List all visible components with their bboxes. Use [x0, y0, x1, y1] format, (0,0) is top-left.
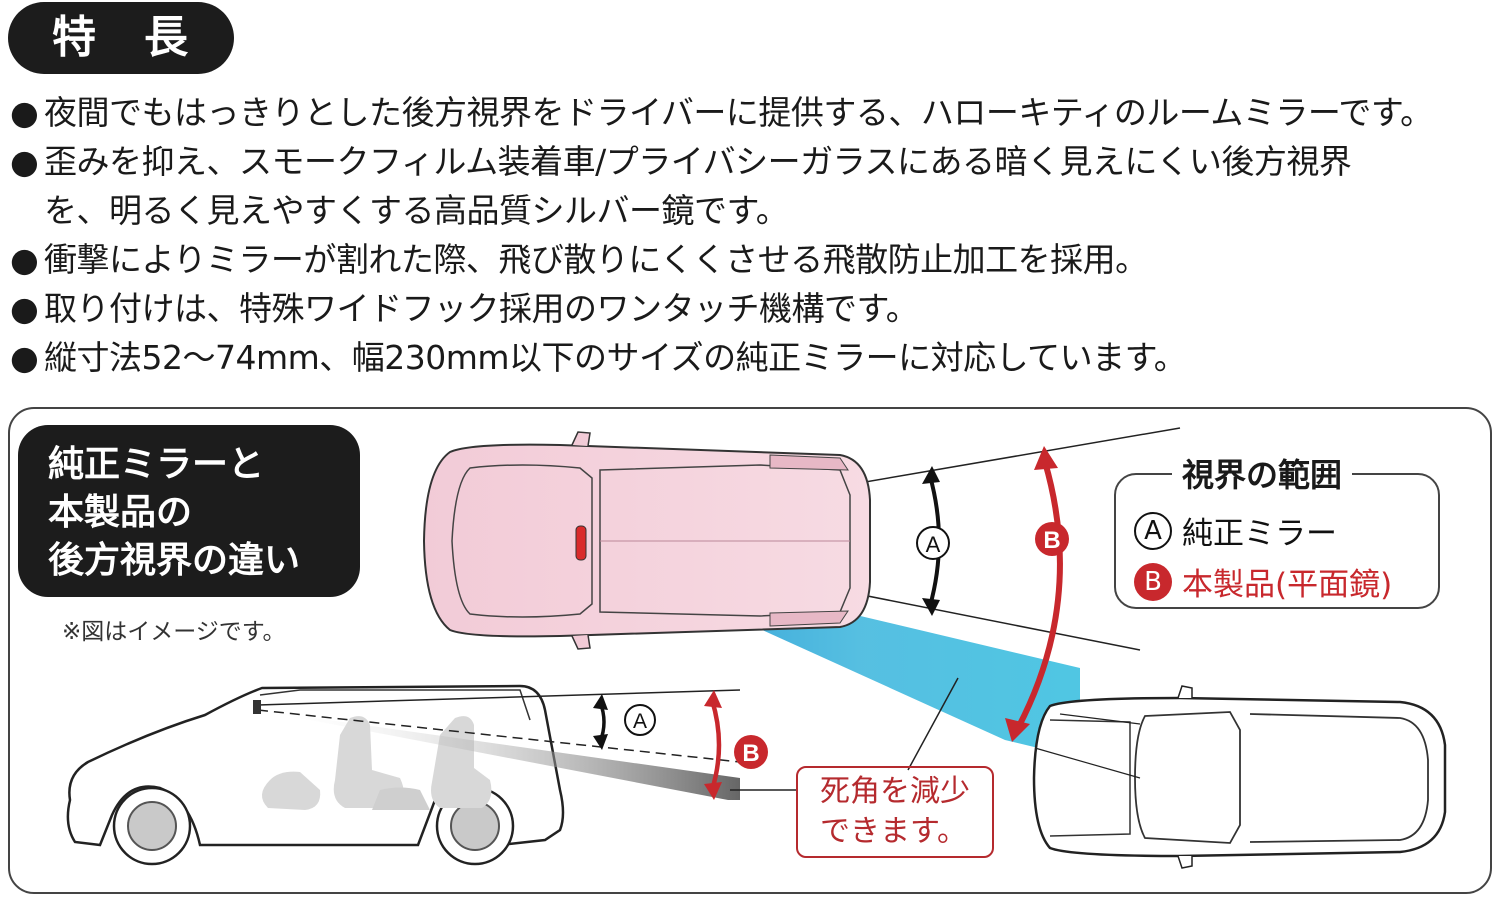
feature-item: ● 縦寸法52〜74mm、幅230mm以下のサイズの純正ミラーに対応しています。: [10, 333, 1500, 382]
side-view-rays: [253, 689, 741, 800]
comparison-heading-line: 後方視界の違い: [48, 540, 301, 581]
side-range-a-arrow: [593, 694, 608, 750]
side-view-car: [66, 684, 565, 866]
legend-item-b: B 本製品(平面鏡): [1134, 559, 1392, 604]
bullet-icon: ●: [10, 142, 39, 181]
marker-b-top: B: [1035, 522, 1069, 556]
feature-text: 縦寸法52〜74mm、幅230mm以下のサイズの純正ミラーに対応しています。: [44, 338, 1187, 377]
feature-item: ● 取り付けは、特殊ワイドフック採用のワンタッチ機構です。: [10, 284, 1500, 333]
legend-label-b: 本製品(平面鏡): [1182, 567, 1393, 603]
marker-b-icon: B: [1134, 562, 1172, 601]
svg-text:A: A: [926, 532, 941, 557]
feature-item: ● 歪みを抑え、スモークフィルム装着車/プライバシーガラスにある暗く見えにくい後…: [10, 137, 1500, 235]
comparison-heading: 純正ミラーと 本製品の 後方視界の違い: [18, 425, 360, 597]
svg-text:A: A: [633, 710, 647, 733]
legend-item-a: A 純正ミラー: [1134, 508, 1337, 553]
marker-a-side: A: [624, 704, 656, 736]
pink-car-top-view: [422, 431, 871, 650]
blind-spot-callout: 死角を減少 できます。: [796, 766, 994, 858]
comparison-heading-line: 本製品の: [48, 492, 193, 533]
blind-spot-line: 死角を減少: [820, 774, 970, 809]
range-b-arrow: [1005, 446, 1063, 742]
legend-label-a: 純正ミラー: [1182, 516, 1337, 552]
feature-text: 衝撃によりミラーが割れた際、飛び散りにくくさせる飛散防止加工を採用。: [44, 240, 1148, 279]
section-title: 特 長: [8, 2, 234, 74]
marker-b-side: B: [734, 735, 768, 769]
bullet-icon: ●: [10, 93, 39, 132]
legend-title: 視界の範囲: [1172, 450, 1353, 496]
bullet-icon: ●: [10, 240, 39, 279]
feature-item: ● 夜間でもはっきりとした後方視界をドライバーに提供する、ハローキティのルームミ…: [10, 88, 1500, 137]
svg-text:B: B: [1043, 527, 1060, 554]
marker-a-icon: A: [1134, 511, 1172, 550]
feature-text: 取り付けは、特殊ワイドフック採用のワンタッチ機構です。: [44, 289, 919, 328]
mirror-icon: [575, 525, 587, 561]
bullet-icon: ●: [10, 289, 39, 328]
comparison-heading-line: 純正ミラーと: [48, 444, 265, 485]
feature-item: ● 衝撃によりミラーが割れた際、飛び散りにくくさせる飛散防止加工を採用。: [10, 235, 1500, 284]
side-range-b-arrow: [704, 690, 722, 800]
bullet-icon: ●: [10, 338, 39, 377]
comparison-panel: [8, 407, 1492, 894]
svg-text:B: B: [742, 740, 759, 767]
blind-spot-line: できます。: [820, 814, 967, 849]
marker-a-top: A: [916, 526, 950, 560]
feature-text: 歪みを抑え、スモークフィルム装着車/プライバシーガラスにある暗く見えにくい後方視…: [44, 142, 1352, 181]
feature-text: 夜間でもはっきりとした後方視界をドライバーに提供する、ハローキティのルームミラー…: [44, 93, 1433, 132]
blind-spot-pointer: [907, 677, 959, 771]
white-car-top-view: [1032, 685, 1447, 869]
feature-text-continued: を、明るく見えやすくする高品質シルバー鏡です。: [44, 191, 789, 230]
feature-list: ● 夜間でもはっきりとした後方視界をドライバーに提供する、ハローキティのルームミ…: [10, 88, 1500, 382]
image-note: ※図はイメージです。: [62, 619, 286, 645]
